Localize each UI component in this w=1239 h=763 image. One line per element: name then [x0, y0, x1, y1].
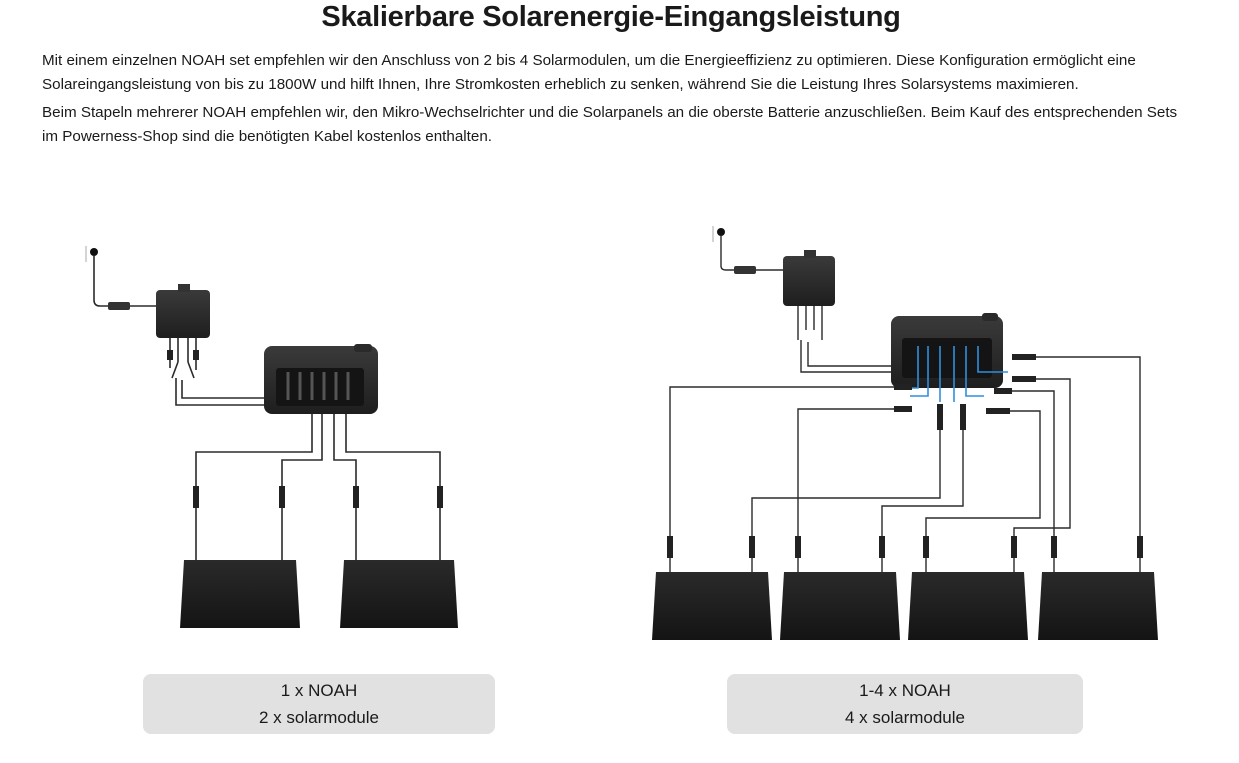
- config-panel-count: 4 x solarmodule: [844, 708, 965, 727]
- solar-panel: [180, 560, 300, 628]
- config-noah-count: 1-4 x NOAH: [859, 681, 951, 700]
- left-diagram: [85, 246, 458, 628]
- solar-panel: [340, 560, 458, 628]
- config-caption-stacked: 1-4 x NOAH 4 x solarmodule: [727, 674, 1083, 734]
- solar-panel: [1038, 572, 1158, 640]
- intro-paragraph: Mit einem einzelnen NOAH set empfehlen w…: [42, 52, 1136, 93]
- micro-inverter-left: [156, 290, 210, 338]
- config-panel-count: 2 x solarmodule: [258, 708, 379, 727]
- plug-icon: [717, 228, 725, 236]
- right-diagram: [652, 226, 1158, 640]
- micro-inverter-right: [783, 256, 835, 306]
- stacking-paragraph: Beim Stapeln mehrerer NOAH empfehlen wir…: [42, 104, 1178, 145]
- page-title: Skalierbare Solarenergie-Eingangsleistun…: [321, 1, 901, 33]
- solar-panel: [908, 572, 1028, 640]
- solar-panel: [780, 572, 900, 640]
- plug-icon: [90, 248, 98, 256]
- config-noah-count: 1 x NOAH: [280, 681, 358, 700]
- config-caption-single: 1 x NOAH 2 x solarmodule: [143, 674, 495, 734]
- solar-panel: [652, 572, 772, 640]
